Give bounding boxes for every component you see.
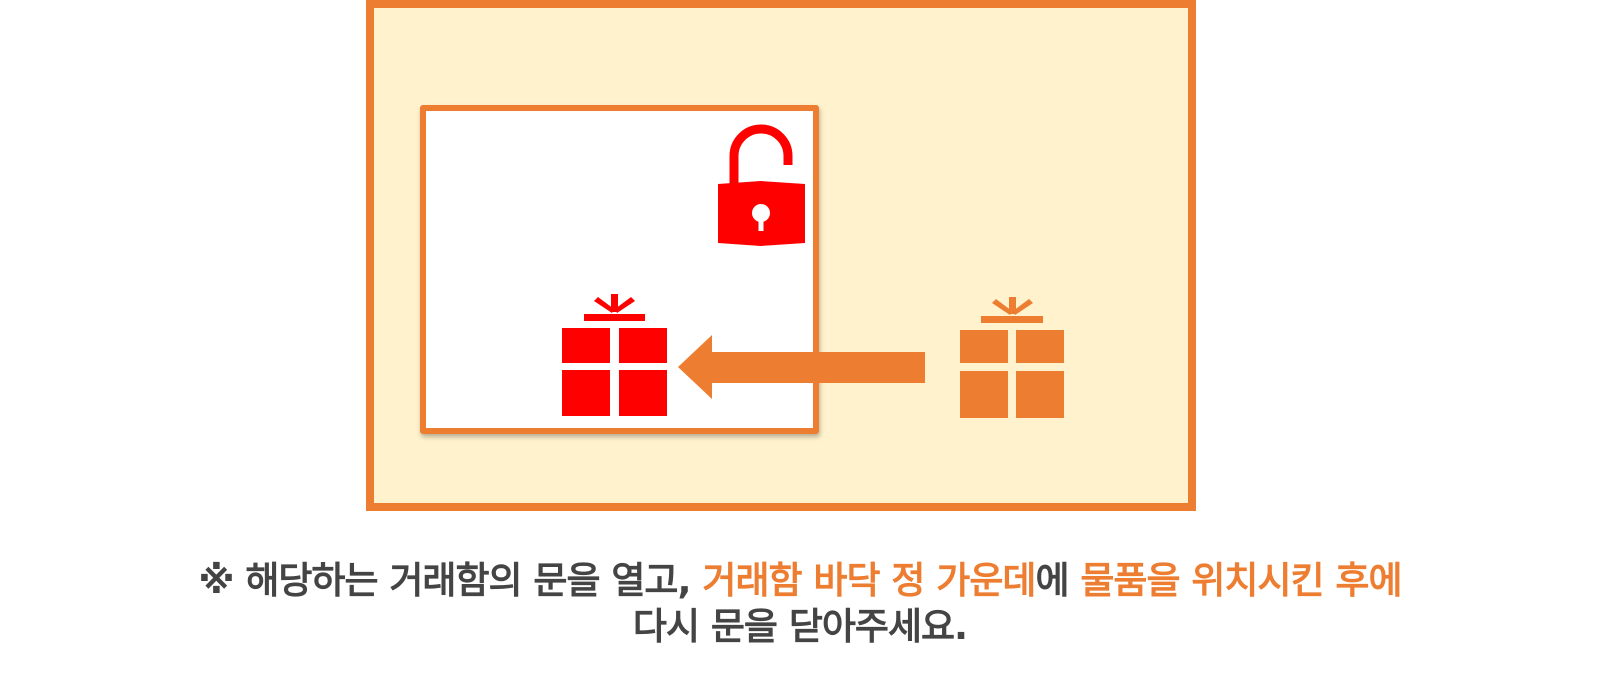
caption-text-mid: 에 xyxy=(1035,559,1069,602)
unlocked-padlock-icon xyxy=(718,124,805,246)
instruction-caption: ※ 해당하는 거래함의 문을 열고, 거래함 바닥 정 가운데에 물품을 위치시… xyxy=(0,558,1600,650)
gift-box-icon-inside xyxy=(562,294,667,416)
caption-line-1: ※ 해당하는 거래함의 문을 열고, 거래함 바닥 정 가운데에 물품을 위치시… xyxy=(0,558,1600,604)
caption-line-2: 다시 문을 닫아주세요. xyxy=(632,605,968,648)
move-left-arrow xyxy=(678,335,925,399)
caption-highlight-place: 물품을 위치시킨 후에 xyxy=(1080,559,1402,602)
caption-text-prefix: ※ 해당하는 거래함의 문을 열고, xyxy=(198,559,692,602)
caption-highlight-center: 거래함 바닥 정 가운데 xyxy=(702,559,1036,602)
gift-box-icon-outside xyxy=(960,297,1064,418)
